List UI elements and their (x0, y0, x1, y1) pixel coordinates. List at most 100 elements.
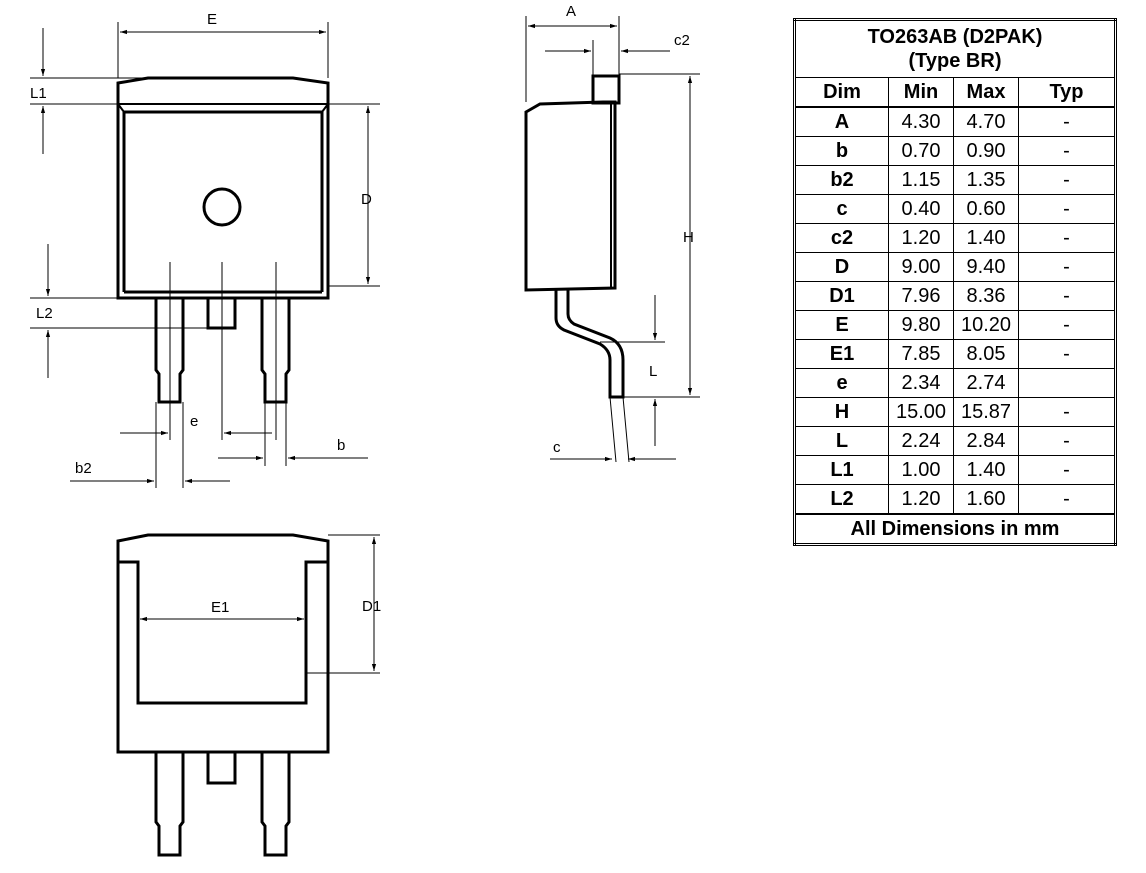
cell-min: 0.70 (888, 136, 954, 166)
cell-max: 0.60 (953, 194, 1019, 224)
cell-dim: D (794, 252, 889, 282)
cell-max: 15.87 (953, 397, 1019, 427)
label-D: D (361, 191, 372, 208)
label-L1: L1 (30, 85, 47, 102)
cell-max: 0.90 (953, 136, 1019, 166)
cell-dim: H (794, 397, 889, 427)
cell-dim: c (794, 194, 889, 224)
table-title-line1: TO263AB (D2PAK) (867, 26, 1043, 48)
cell-min: 15.00 (888, 397, 954, 427)
cell-max: 10.20 (953, 310, 1019, 340)
cell-typ: - (1018, 136, 1116, 166)
cell-min: 1.20 (888, 484, 954, 515)
label-e: e (190, 413, 198, 430)
cell-max: 9.40 (953, 252, 1019, 282)
header-min: Min (888, 77, 954, 108)
header-typ: Typ (1018, 77, 1116, 108)
cell-min: 7.85 (888, 339, 954, 369)
cell-dim: b2 (794, 165, 889, 195)
cell-typ: - (1018, 397, 1116, 427)
cell-typ: - (1018, 339, 1116, 369)
cell-typ: - (1018, 281, 1116, 311)
cell-min: 2.34 (888, 368, 954, 398)
cell-min: 1.20 (888, 223, 954, 253)
cell-dim: b (794, 136, 889, 166)
header-max: Max (953, 77, 1019, 108)
label-H: H (683, 229, 694, 246)
side-view-tab (591, 74, 621, 105)
side-view-body (524, 100, 617, 292)
cell-typ: - (1018, 194, 1116, 224)
dimension-table: TO263AB (D2PAK) (Type BR) Dim Min Max Ty… (793, 18, 1117, 546)
cell-typ (1018, 368, 1116, 398)
label-E1: E1 (211, 599, 229, 616)
cell-min: 9.00 (888, 252, 954, 282)
cell-max: 1.35 (953, 165, 1019, 195)
cell-min: 1.00 (888, 455, 954, 485)
label-E: E (207, 11, 217, 28)
bottom-lead-center (206, 752, 237, 785)
cell-max: 2.74 (953, 368, 1019, 398)
cell-max: 2.84 (953, 426, 1019, 456)
label-D1: D1 (362, 598, 381, 615)
table-footer: All Dimensions in mm (794, 513, 1116, 545)
cell-typ: - (1018, 252, 1116, 282)
cell-typ: - (1018, 455, 1116, 485)
label-c: c (553, 439, 561, 456)
bottom-lead-right (260, 752, 291, 857)
cell-dim: E (794, 310, 889, 340)
cell-min: 0.40 (888, 194, 954, 224)
cell-dim: E1 (794, 339, 889, 369)
table-title: TO263AB (D2PAK) (Type BR) (794, 19, 1116, 78)
side-view-lead (554, 290, 625, 399)
cell-min: 7.96 (888, 281, 954, 311)
side-view (524, 16, 700, 463)
cell-dim: L1 (794, 455, 889, 485)
cell-dim: L2 (794, 484, 889, 515)
table-title-line2: (Type BR) (908, 50, 1002, 72)
cell-max: 4.70 (953, 106, 1019, 137)
table-header-row: Dim Min Max Typ (794, 77, 1116, 108)
cell-min: 4.30 (888, 106, 954, 137)
cell-typ: - (1018, 426, 1116, 456)
package-outline-drawing: E L1 D L2 e b b2 (30, 3, 700, 857)
bottom-lead-left (154, 752, 185, 857)
cell-dim: A (794, 106, 889, 137)
cell-min: 9.80 (888, 310, 954, 340)
cell-typ: - (1018, 223, 1116, 253)
cell-max: 1.40 (953, 223, 1019, 253)
label-b: b (337, 437, 345, 454)
label-b2: b2 (75, 460, 92, 477)
label-c2: c2 (674, 32, 690, 49)
cell-typ: - (1018, 310, 1116, 340)
cell-dim: c2 (794, 223, 889, 253)
label-A: A (566, 3, 576, 20)
cell-dim: L (794, 426, 889, 456)
cell-dim: e (794, 368, 889, 398)
bottom-view (116, 533, 380, 857)
label-L: L (649, 363, 657, 380)
cell-min: 2.24 (888, 426, 954, 456)
cell-typ: - (1018, 106, 1116, 137)
mounting-hole (202, 187, 242, 227)
top-view (30, 22, 380, 488)
cell-min: 1.15 (888, 165, 954, 195)
cell-dim: D1 (794, 281, 889, 311)
bottom-view-body (116, 533, 330, 754)
cell-max: 1.60 (953, 484, 1019, 515)
